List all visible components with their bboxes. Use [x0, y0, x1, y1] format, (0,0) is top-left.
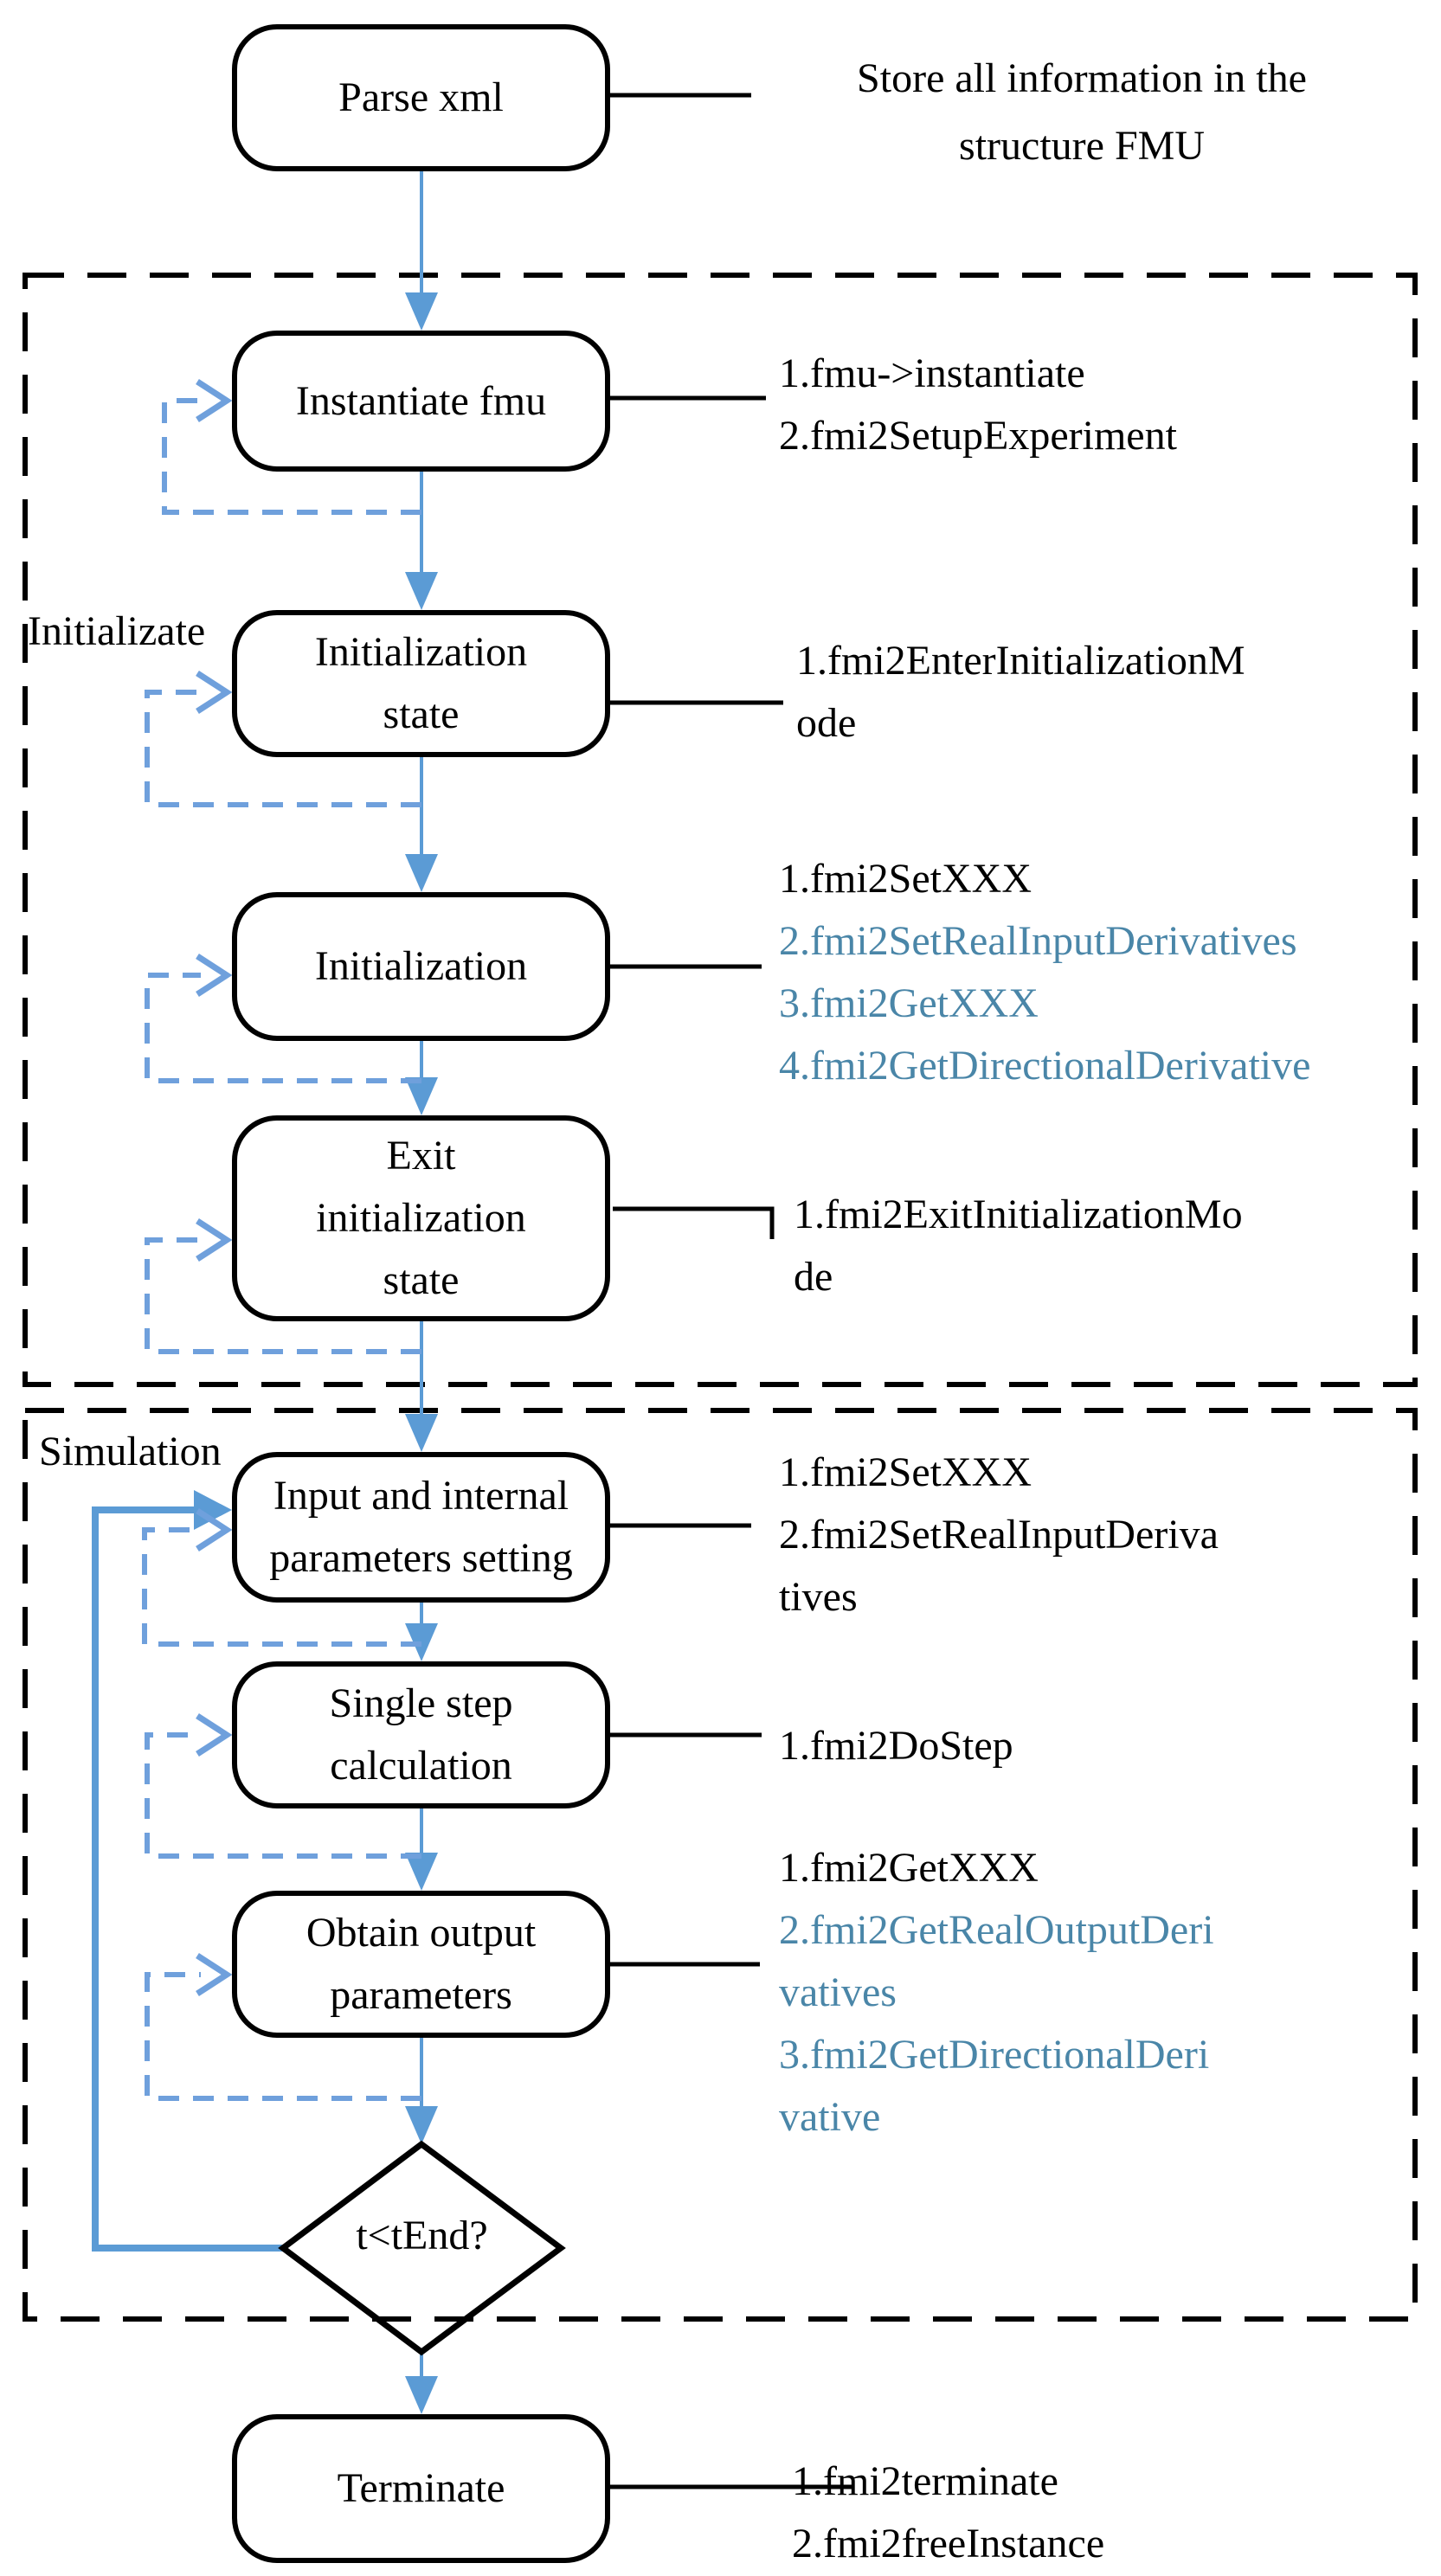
- node-exit-initialization-state: Exit initialization state: [232, 1115, 610, 1321]
- annotation-line: 1.fmi2ExitInitializationMo: [794, 1192, 1243, 1237]
- node-obtain-output-parameters: Obtain output parameters: [232, 1891, 610, 2038]
- annotation-line: tives: [779, 1574, 858, 1620]
- initialize-phase-border: [23, 273, 1418, 1387]
- rollback-arrow-tips: [196, 379, 233, 1996]
- arrow-down-icon: [405, 2106, 438, 2144]
- node-label: Initialization: [314, 943, 528, 989]
- annotation-input-internal-parameters: 1.fmi2SetXXX 2.fmi2SetRealInputDeriva ti…: [779, 1442, 1219, 1628]
- annotation-line: ode: [796, 700, 857, 746]
- annotation-line: 2.fmi2SetRealInputDeriva: [779, 1512, 1219, 1558]
- annotation-line: 1.fmi2terminate: [792, 2458, 1058, 2504]
- arrow-down-icon: [405, 572, 438, 610]
- annotation-line: vatives: [779, 1969, 897, 2015]
- arrow-down-icon: [405, 854, 438, 892]
- node-label: state: [383, 1257, 460, 1303]
- annotation-obtain-output-parameters: 1.fmi2GetXXX 2.fmi2GetRealOutputDeri vat…: [779, 1837, 1214, 2149]
- annotation-line: structure FMU: [959, 123, 1205, 169]
- flow-arrowheads: [405, 292, 438, 2414]
- annotation-line: 3.fmi2GetXXX: [779, 980, 1039, 1026]
- annotation-initialization: 1.fmi2SetXXX 2.fmi2SetRealInputDerivativ…: [779, 848, 1310, 1097]
- annotation-line: 1.fmi2SetXXX: [779, 856, 1032, 902]
- annotation-line: 1.fmu->instantiate: [779, 350, 1085, 396]
- arrow-down-icon: [405, 1414, 438, 1452]
- chevron-right-icon: [196, 379, 233, 422]
- annotation-line: 1.fmi2GetXXX: [779, 1845, 1039, 1891]
- annotation-line: de: [794, 1254, 833, 1300]
- annotation-line: 1.fmi2EnterInitializationM: [796, 638, 1245, 684]
- decision-diamond: [278, 2140, 566, 2356]
- arrow-down-icon: [405, 1853, 438, 1891]
- node-initialization-state: Initialization state: [232, 610, 610, 757]
- annotation-line: 2.fmi2freeInstance: [792, 2521, 1105, 2566]
- chevron-right-icon: [196, 671, 233, 714]
- while-loop-back-edge: [92, 1506, 283, 2252]
- node-label: Input and internal: [273, 1473, 569, 1519]
- node-label: Single step: [329, 1680, 513, 1726]
- annotation-line: vative: [779, 2094, 881, 2140]
- chevron-right-icon: [196, 1508, 233, 1551]
- node-label: parameters: [330, 1972, 512, 2018]
- annotation-line: 1.fmi2DoStep: [779, 1723, 1013, 1769]
- annotation-single-step-calculation: 1.fmi2DoStep: [779, 1715, 1013, 1777]
- chevron-right-icon: [196, 954, 233, 997]
- simulation-phase-label: Simulation: [39, 1429, 222, 1474]
- arrow-right-icon: [194, 1490, 232, 1530]
- chevron-right-icon: [196, 1218, 233, 1262]
- node-label: Instantiate fmu: [295, 377, 547, 424]
- annotation-exit-initialization-state: 1.fmi2ExitInitializationMo de: [794, 1184, 1243, 1308]
- annotation-terminate: 1.fmi2terminate 2.fmi2freeInstance: [792, 2451, 1104, 2575]
- annotation-instantiate-fmu: 1.fmu->instantiate 2.fmi2SetupExperiment: [779, 343, 1177, 467]
- annotation-leader-lines: [610, 93, 852, 2489]
- annotation-line: 3.fmi2GetDirectionalDeri: [779, 2032, 1210, 2078]
- node-single-step-calculation: Single step calculation: [232, 1661, 610, 1808]
- arrow-down-icon: [405, 292, 438, 331]
- annotation-line: 1.fmi2SetXXX: [779, 1449, 1032, 1495]
- simulation-phase-border: [23, 1408, 1418, 2322]
- chevron-right-icon: [196, 1713, 233, 1757]
- annotation-parse-xml: Store all information in the structure F…: [779, 45, 1385, 180]
- node-label: Exit: [386, 1133, 456, 1179]
- leader-exit-elbow: [613, 1206, 775, 1239]
- node-label: Obtain output: [306, 1910, 537, 1956]
- annotation-initialization-state: 1.fmi2EnterInitializationM ode: [796, 630, 1245, 755]
- node-terminate: Terminate: [232, 2414, 610, 2563]
- arrow-down-icon: [405, 1077, 438, 1115]
- node-parse-xml: Parse xml: [232, 24, 610, 171]
- node-label: Initialization: [314, 629, 528, 675]
- annotation-line: 2.fmi2GetRealOutputDeri: [779, 1907, 1214, 1953]
- annotation-line: 2.fmi2SetRealInputDerivatives: [779, 918, 1297, 964]
- rollback-loops: [142, 398, 421, 2101]
- node-label: initialization: [316, 1195, 526, 1241]
- node-instantiate-fmu: Instantiate fmu: [232, 331, 610, 472]
- node-label: calculation: [330, 1743, 512, 1789]
- initialize-phase-label: Initializate: [28, 608, 206, 654]
- node-initialization: Initialization: [232, 892, 610, 1041]
- node-input-internal-parameters: Input and internal parameters setting: [232, 1452, 610, 1603]
- annotation-line: 2.fmi2SetupExperiment: [779, 413, 1177, 459]
- node-label: parameters setting: [269, 1535, 573, 1581]
- annotation-line: Store all information in the: [857, 55, 1307, 101]
- chevron-right-icon: [196, 1953, 233, 1996]
- node-label: Parse xml: [338, 74, 504, 120]
- decision-label: t<tEnd?: [356, 2213, 488, 2258]
- node-label: state: [383, 691, 460, 737]
- arrow-down-icon: [405, 2376, 438, 2414]
- annotation-line: 4.fmi2GetDirectionalDerivative: [779, 1043, 1311, 1089]
- node-label: Terminate: [337, 2465, 505, 2511]
